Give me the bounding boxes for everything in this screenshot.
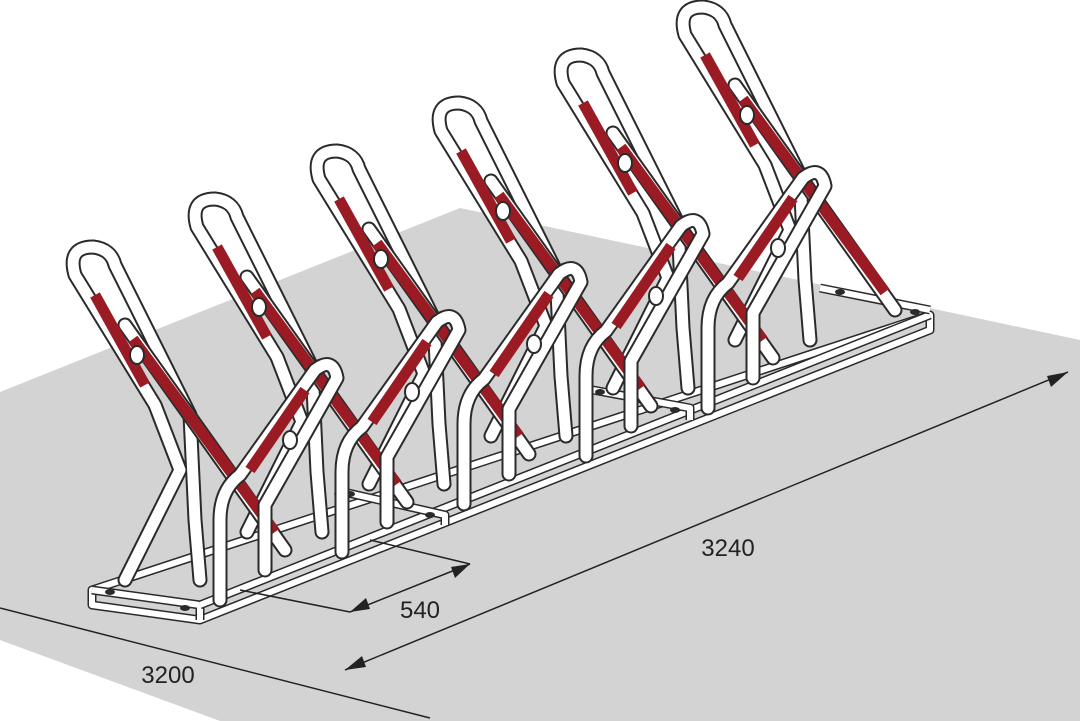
arrowhead xyxy=(451,564,470,578)
holder-part xyxy=(128,335,280,536)
holder-part xyxy=(282,430,298,450)
dimension-label-total-length: 3240 xyxy=(701,535,754,562)
holder-part xyxy=(733,194,798,282)
holder-part xyxy=(702,167,831,414)
holder-part xyxy=(404,382,420,402)
holder-part xyxy=(311,145,450,490)
holder-part xyxy=(739,105,755,125)
dim-line-bay-spacing xyxy=(349,563,471,613)
holder-part xyxy=(334,196,394,292)
low-holder xyxy=(212,357,345,608)
low-holder xyxy=(334,309,467,560)
holder-part xyxy=(700,52,760,148)
holder-part xyxy=(489,290,554,378)
holder-part xyxy=(367,338,432,426)
holder-part xyxy=(458,263,587,510)
holder-part xyxy=(433,97,572,442)
holder-part xyxy=(67,241,206,586)
holder-part xyxy=(648,286,664,306)
holder-part xyxy=(770,238,786,258)
dimension-label-floor-width: 3200 xyxy=(141,662,194,689)
holder-part xyxy=(526,334,542,354)
holders-layer xyxy=(65,0,903,608)
holder-part xyxy=(555,49,694,394)
holder-part xyxy=(214,359,343,606)
holder-part xyxy=(336,311,465,558)
rack-base-frame xyxy=(87,283,935,625)
floor-plane xyxy=(0,208,1080,721)
holder-part xyxy=(251,297,267,317)
low-holder xyxy=(700,165,833,416)
arrowhead xyxy=(1047,372,1068,387)
low-holder xyxy=(578,213,711,464)
holder-part xyxy=(212,244,272,340)
holder-part xyxy=(580,215,709,462)
holder-part xyxy=(495,201,511,221)
dimension-label-bay-spacing: 540 xyxy=(400,597,440,624)
holder-part xyxy=(617,153,633,173)
holder-part xyxy=(90,292,150,388)
holder-part xyxy=(245,386,310,474)
dimension-lines xyxy=(0,371,1069,719)
arrowhead xyxy=(350,598,370,612)
holder-part xyxy=(456,148,516,244)
holder-part xyxy=(373,249,389,269)
holder-part xyxy=(611,242,676,330)
dim-line-floor-width xyxy=(0,607,431,719)
holder-part xyxy=(129,345,145,365)
holder-part xyxy=(189,193,328,538)
dim-line-total-length xyxy=(344,371,1069,671)
arrowhead xyxy=(345,656,366,670)
holder-part xyxy=(578,100,638,196)
low-holder xyxy=(456,261,589,512)
holder-part xyxy=(677,1,816,346)
